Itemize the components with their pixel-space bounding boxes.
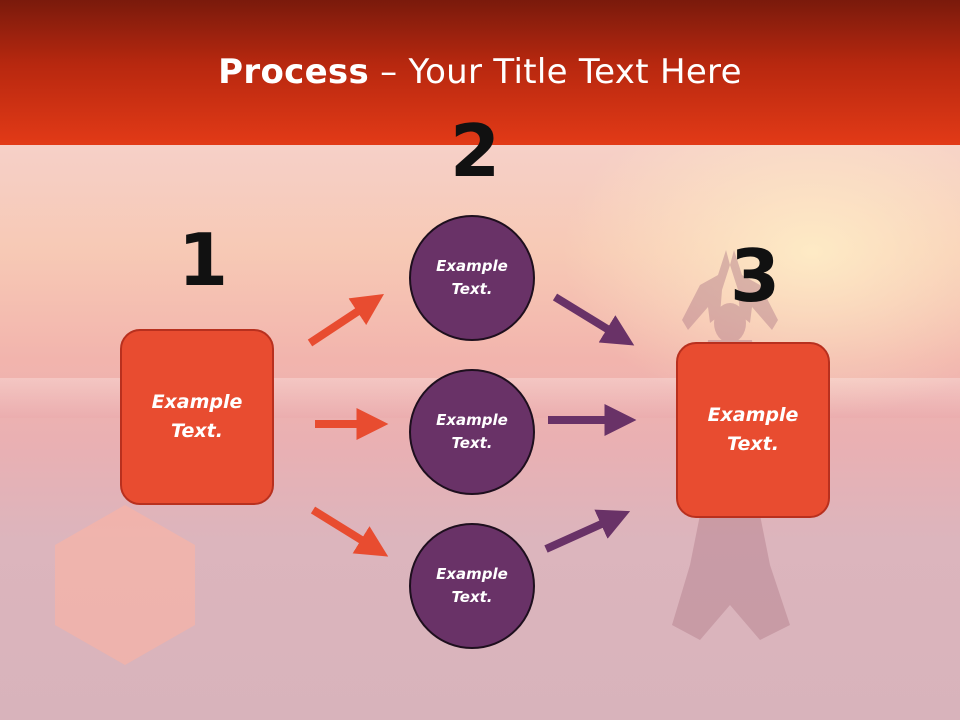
arrow-left-to-bottom [310,506,389,557]
arrow-bottom-to-right [544,509,631,553]
circle-bottom: Example Text. [409,523,535,649]
circle-bottom-label: Example Text. [436,565,508,606]
title-bar: Process – Your Title Text Here [0,0,960,145]
right-box-label: Example Text. [707,404,799,455]
arrow-left-to-top [307,294,385,347]
circle-middle: Example Text. [409,369,535,495]
circle-top: Example Text. [409,215,535,341]
lens-flare-hexagon [55,505,195,665]
circle-top-label: Example Text. [436,257,508,298]
left-box-label: Example Text. [151,391,243,442]
step-number-3: 3 [730,234,781,318]
step-number-2: 2 [450,109,501,193]
left-box: Example Text. [120,329,274,505]
right-box: Example Text. [676,342,830,518]
title-rest: – Your Title Text Here [369,52,742,92]
step-number-1: 1 [178,218,229,302]
title-bold: Process [218,52,370,92]
circle-middle-label: Example Text. [436,411,508,452]
slide-title: Process – Your Title Text Here [0,52,960,92]
